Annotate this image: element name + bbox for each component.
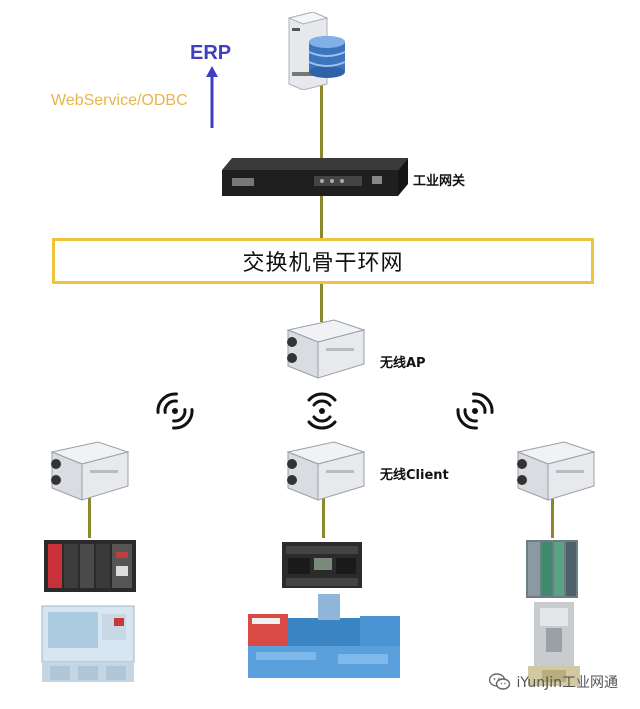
wireless-client-icon [516, 441, 596, 501]
erp-label: ERP [190, 42, 232, 64]
machine-icon [41, 605, 135, 682]
wifi-signal-icon [156, 392, 194, 430]
server-icon [287, 12, 346, 90]
gateway-backbone-link [320, 196, 323, 240]
gateway-icon [222, 158, 408, 196]
wechat-icon [488, 673, 510, 690]
client-right-plc-link [551, 494, 554, 538]
backbone-ring-box: 交换机骨干环网 [52, 238, 594, 284]
backbone-ap-link [320, 284, 323, 322]
wifi-signal-icon [456, 392, 494, 430]
plc-icon [526, 540, 578, 598]
backbone-label: 交换机骨干环网 [242, 251, 404, 276]
watermark: iYunJin工业网通 [488, 672, 618, 692]
plc-icon [44, 540, 136, 592]
machine-icon [248, 594, 400, 678]
wireless-ap-label: 无线AP [380, 356, 426, 371]
machine-icon [528, 602, 580, 686]
gateway-label: 工业网关 [413, 174, 466, 189]
wifi-signal-icon [307, 392, 337, 430]
watermark-text: iYunJin工业网通 [516, 675, 618, 691]
up-arrow-icon [206, 66, 218, 128]
wireless-client-icon [50, 441, 130, 501]
wireless-ap-icon [286, 319, 366, 379]
server-gateway-link [320, 84, 323, 164]
wireless-client-icon [286, 441, 366, 501]
client-center-plc-link [322, 494, 325, 538]
client-left-plc-link [88, 494, 91, 538]
wireless-client-label: 无线Client [380, 468, 449, 483]
plc-icon [282, 542, 362, 588]
protocol-label: WebService/ODBC [51, 92, 188, 109]
